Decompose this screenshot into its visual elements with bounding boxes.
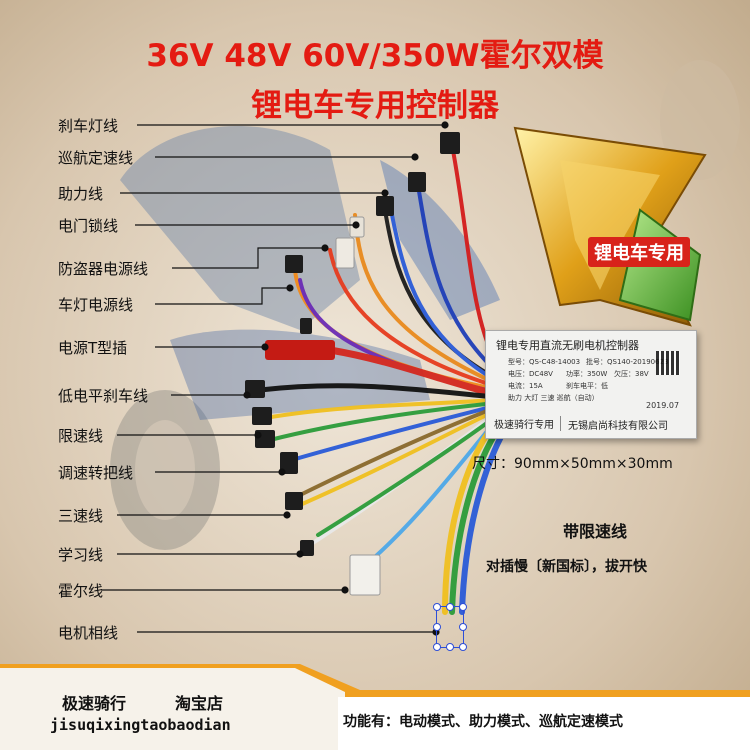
selection-box[interactable]	[433, 603, 467, 651]
speed-limit-desc: 对插慢〔新国标〕，拔开快	[486, 559, 647, 575]
wire-label-ignition: 电门锁线	[58, 217, 119, 235]
wire-label-alarm-power: 防盗器电源线	[58, 260, 149, 278]
controller-model: 型号：QS-C48-14003	[508, 358, 581, 366]
function-modes: 功能有：电动模式、助力模式、巡航定速模式	[343, 714, 623, 730]
controller-box: 锂电专用直流无刷电机控制器 型号：QS-C48-14003 批号：QS140-2…	[485, 330, 697, 439]
controller-undervoltage: 欠压：38V	[614, 370, 649, 378]
wire-label-motor-phase: 电机相线	[58, 624, 119, 642]
controller-brake-level: 刹车电平：低	[566, 382, 608, 390]
wire-label-low-level-brake: 低电平刹车线	[58, 387, 149, 405]
headline-product: 锂电车专用控制器	[251, 88, 499, 124]
selection-handle[interactable]	[433, 623, 441, 631]
speed-limit-title: 带限速线	[563, 522, 628, 541]
wire-label-speed-limit: 限速线	[58, 427, 104, 445]
controller-maker: 无锡启尚科技有限公司	[568, 421, 668, 432]
controller-brand: 极速骑行专用	[494, 416, 561, 431]
wire-label-power-t-plug: 电源T型插	[58, 339, 128, 357]
controller-power: 功率：350W	[566, 370, 608, 378]
wire-label-throttle: 调速转把线	[58, 464, 134, 482]
controller-voltage: 电压：DC48V	[508, 370, 553, 378]
controller-batch: 批号：QS140-20190623	[586, 358, 669, 366]
wire-label-hall: 霍尔线	[58, 582, 104, 600]
controller-current: 电流：15A	[508, 382, 543, 390]
headline-specs: 36V 48V 60V/350W霍尔双模	[146, 38, 604, 74]
size-text: 尺寸：90mm×50mm×30mm	[472, 456, 673, 472]
wire-label-learning: 学习线	[58, 546, 104, 564]
wire-label-brake-light: 刹车灯线	[58, 117, 119, 135]
wire-label-headlight-power: 车灯电源线	[58, 296, 134, 314]
lithium-only-badge: 锂电车专用	[588, 237, 690, 267]
selection-handle[interactable]	[446, 643, 454, 651]
controller-date: 2019.07	[646, 401, 680, 410]
selection-handle[interactable]	[433, 603, 441, 611]
selection-handle[interactable]	[459, 643, 467, 651]
controller-functions: 助力 大灯 三速 巡航（自动）	[508, 394, 599, 402]
selection-handle[interactable]	[433, 643, 441, 651]
selection-handle[interactable]	[459, 623, 467, 631]
controller-name: 锂电专用直流无刷电机控制器	[496, 339, 639, 352]
shop-name: 极速骑行	[62, 694, 127, 713]
wire-label-assist: 助力线	[58, 185, 104, 203]
wire-label-cruise: 巡航定速线	[58, 149, 134, 167]
shop-pinyin: jisuqixingtaobaodian	[50, 716, 231, 734]
wire-label-three-speed: 三速线	[58, 507, 104, 525]
selection-handle[interactable]	[459, 603, 467, 611]
shop-platform: 淘宝店	[175, 694, 224, 713]
qr-code-icon	[656, 351, 680, 375]
selection-handle[interactable]	[446, 603, 454, 611]
